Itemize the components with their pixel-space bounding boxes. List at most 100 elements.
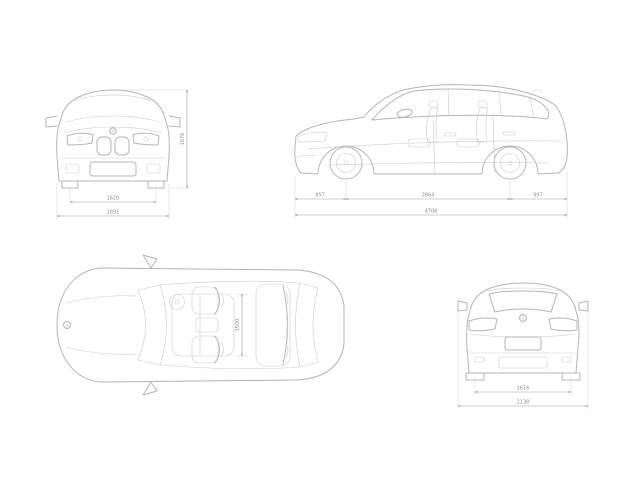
taillight-left <box>468 317 498 332</box>
rear-window <box>488 290 558 313</box>
steering-wheel <box>169 294 185 310</box>
front-windshield-base <box>66 115 160 123</box>
a-pillar-right <box>137 359 161 366</box>
headlight-right <box>132 132 160 146</box>
diffuser <box>498 356 548 369</box>
windshield-cowl <box>137 289 146 361</box>
top-mirror-right <box>142 381 158 396</box>
dim-wheelbase: 2864 <box>422 193 435 199</box>
extension-line <box>457 313 589 409</box>
rear-view: 1616 2138 <box>457 282 589 409</box>
front-wheel-left <box>61 180 79 189</box>
front-wheel-arch <box>317 145 375 175</box>
rear-door-seam <box>492 116 496 174</box>
character-line <box>307 140 561 150</box>
side-glass-line-upper <box>159 280 301 286</box>
front-rim <box>336 153 356 173</box>
front-body-outline <box>56 89 170 182</box>
b-pillar <box>447 88 450 117</box>
passenger-seat-cushion <box>191 335 219 364</box>
kidney-grille-right <box>114 136 130 156</box>
rear-mirror-left <box>457 300 468 312</box>
rear-seat-cushion <box>456 138 480 148</box>
dim-overall-width: 1891 <box>107 210 120 216</box>
side-intake-left <box>65 163 80 174</box>
front-wheel-right <box>147 180 165 189</box>
hood-crease <box>63 126 163 134</box>
top-body-outline <box>56 267 345 383</box>
side-body-outline <box>294 84 568 174</box>
lower-crease <box>329 162 549 166</box>
rear-rim <box>500 153 520 173</box>
front-hub <box>343 160 349 166</box>
a-pillar-left <box>137 284 161 291</box>
dim-overall-height: 1676 <box>180 133 186 146</box>
front-seat-cushion <box>407 138 431 148</box>
top-mirror-left <box>142 254 158 269</box>
rear-hub <box>507 160 513 166</box>
license-plate <box>504 336 542 351</box>
rear-headrests <box>285 291 289 359</box>
front-seat-headrest <box>428 100 439 108</box>
headlight-left <box>66 132 94 146</box>
glasshouse-outline <box>371 88 550 121</box>
front-tire <box>329 146 363 180</box>
quarter-window-divider <box>529 97 535 118</box>
dim-front-overhang: 857 <box>315 193 325 199</box>
front-seat-back <box>426 107 439 144</box>
roundel-cross <box>109 127 117 135</box>
reflector-right <box>561 356 572 363</box>
side-glass-line-lower <box>159 364 301 370</box>
rear-seat-headrest <box>477 100 488 108</box>
rear-roof-edge <box>295 282 301 368</box>
front-view: 1620 1891 1676 <box>45 89 190 219</box>
rear-wheel-arch <box>481 145 539 175</box>
kidney-grille-left <box>96 136 112 156</box>
center-console <box>195 317 219 333</box>
side-view: 857 2864 997 4708 <box>294 84 568 218</box>
rear-wheel-left <box>465 372 485 381</box>
shark-fin-antenna <box>530 89 543 95</box>
rear-body-outline <box>466 282 580 374</box>
headlight-ring-left <box>77 136 83 142</box>
passenger-seat-back <box>214 335 220 364</box>
driver-seat-back <box>214 286 220 315</box>
roundel-cross <box>519 314 527 322</box>
steering-hub <box>174 299 180 305</box>
dim-front-track: 1620 <box>107 196 120 202</box>
right-mirror <box>168 115 181 128</box>
rear-glass-edge <box>299 282 319 368</box>
rear-door-handle <box>502 131 516 136</box>
c-pillar <box>498 89 502 115</box>
extension-line <box>56 183 170 219</box>
driver-headrest <box>220 292 224 309</box>
side-mirror <box>396 108 413 118</box>
rear-seat-back <box>475 107 489 144</box>
front-door-handle <box>443 132 457 137</box>
dim-interior-width: 1500 <box>235 319 241 332</box>
roundel-cross <box>63 321 71 329</box>
dim-rear-track: 1616 <box>517 386 530 392</box>
extension-line <box>294 172 568 218</box>
hood-line-lower <box>65 346 137 355</box>
side-intake-right <box>146 163 161 174</box>
hood-line-upper <box>65 295 137 304</box>
dim-overall-length: 4708 <box>425 209 438 215</box>
front-lower-intake <box>296 155 317 158</box>
taillight-right <box>548 317 578 332</box>
dim-width-incl-mirrors: 2138 <box>517 400 530 406</box>
dim-rear-overhang: 997 <box>533 193 543 199</box>
left-mirror <box>45 115 58 128</box>
center-air-intake <box>89 161 137 177</box>
passenger-headrest <box>220 341 224 358</box>
side-headlight <box>297 131 328 143</box>
rear-bench <box>255 283 291 367</box>
rear-mirror-right <box>578 300 589 312</box>
panoramic-sunroof <box>171 293 235 357</box>
rear-wheel-right <box>561 372 581 381</box>
reflector-left <box>474 356 485 363</box>
top-view: 1500 <box>56 254 345 396</box>
roof-front-edge <box>159 284 167 366</box>
